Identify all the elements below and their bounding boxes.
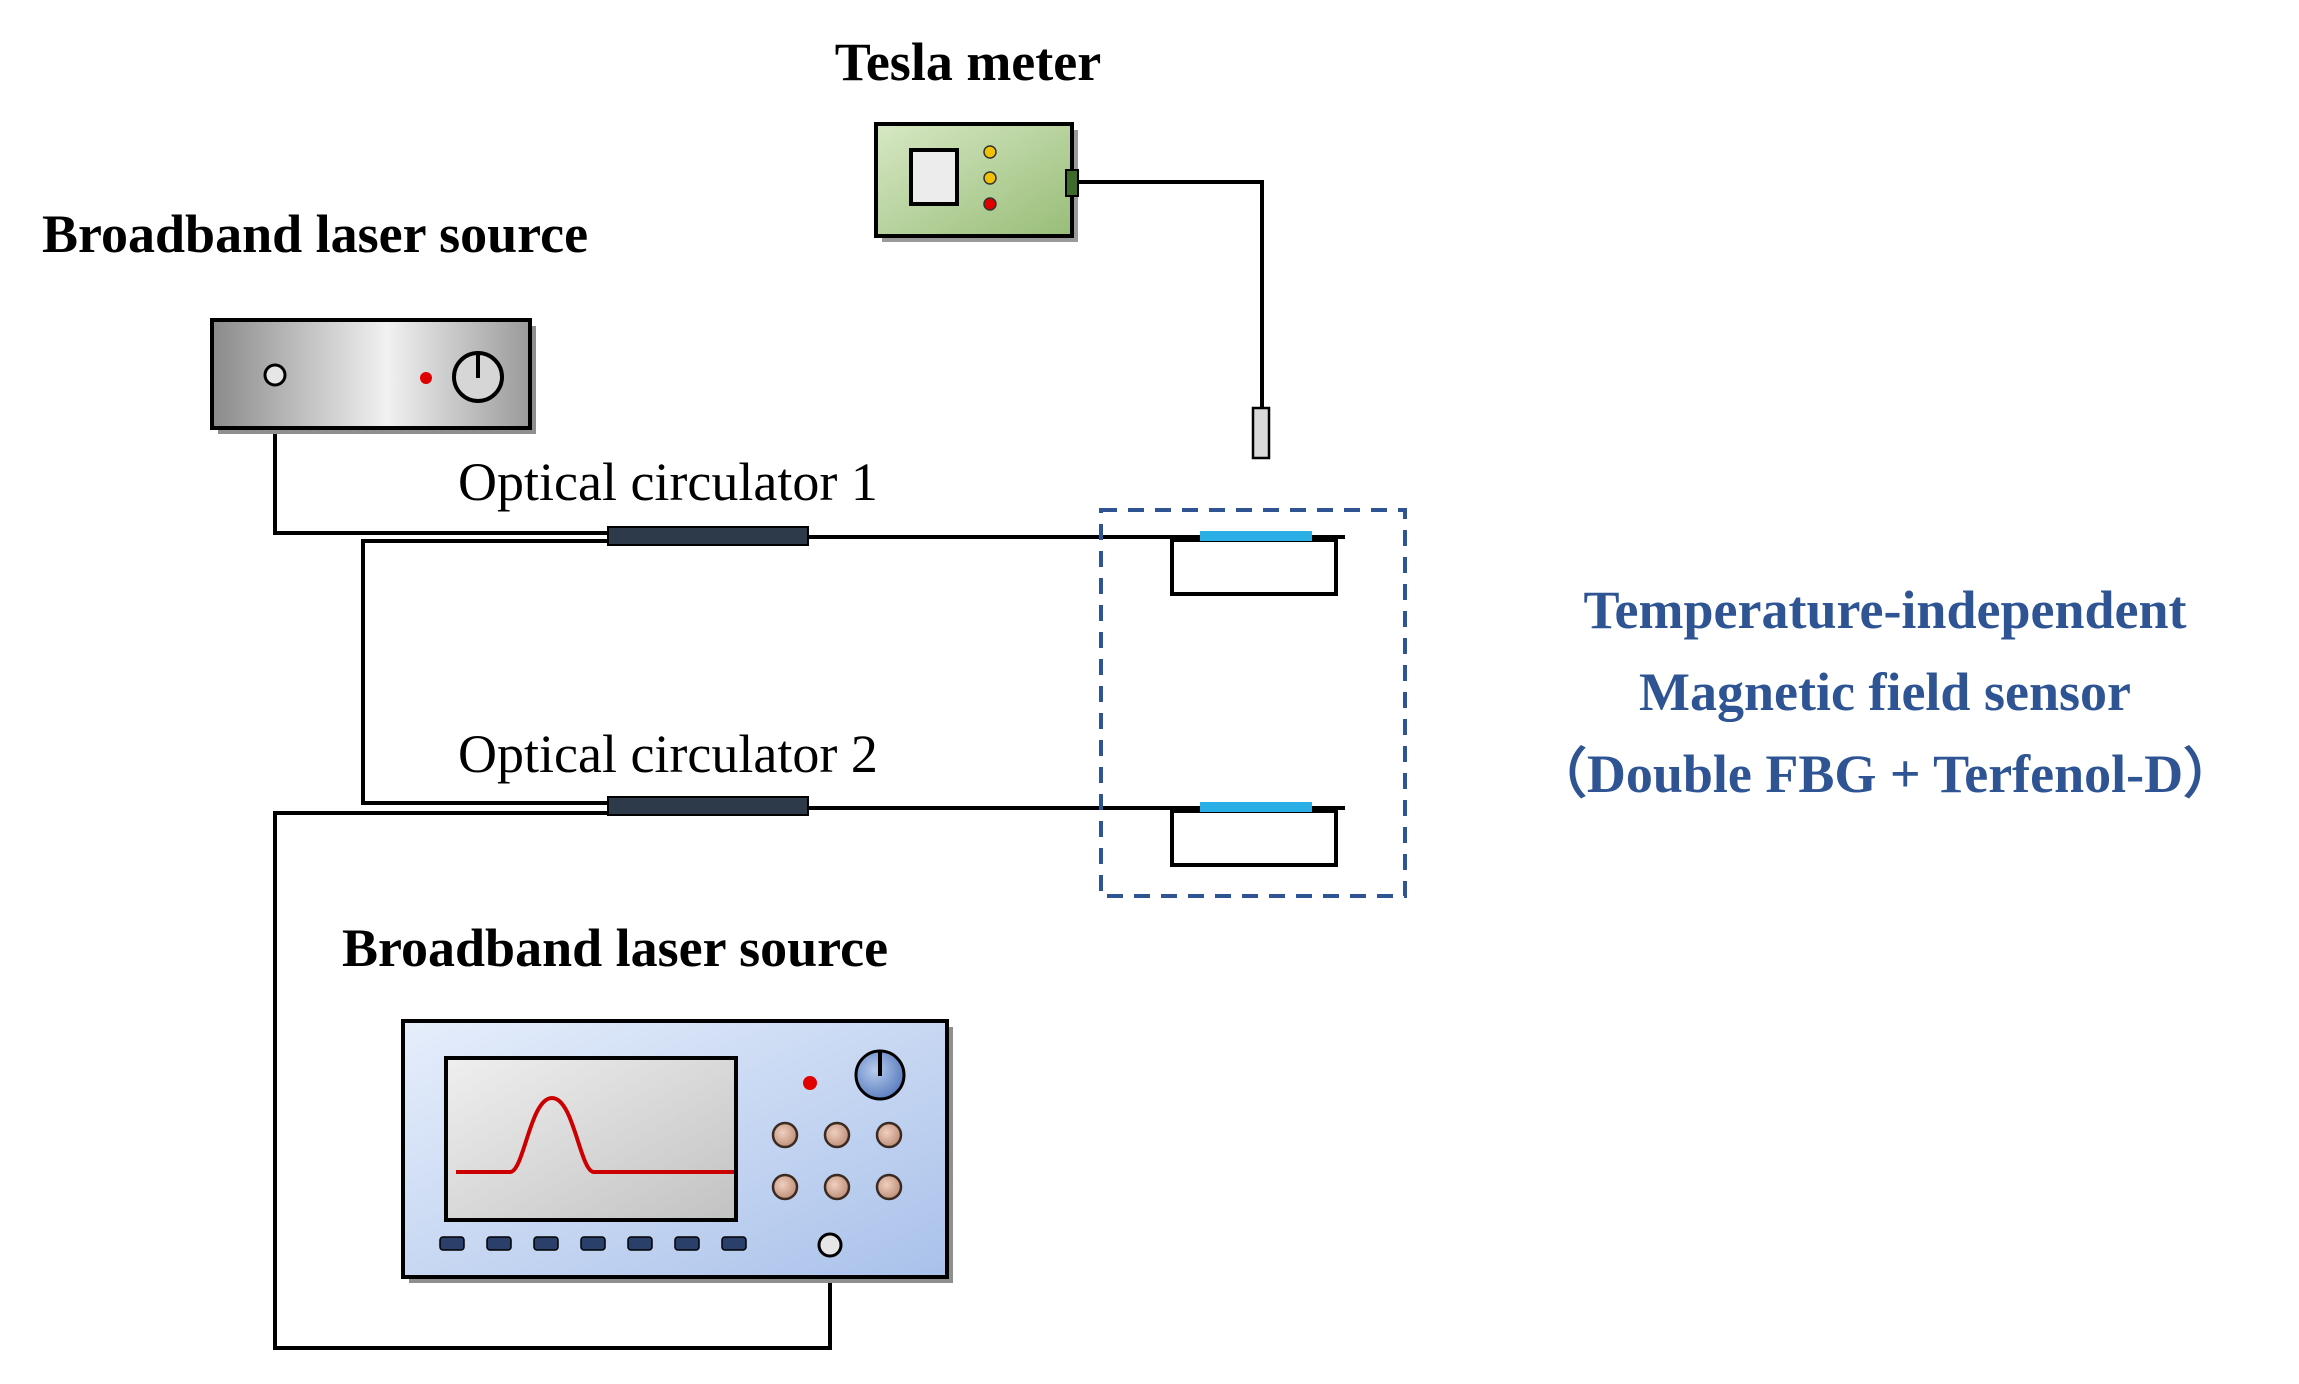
soft-key: [533, 1236, 559, 1251]
sensor-dashed-box: [1099, 508, 1407, 898]
tesla-meter-port: [1065, 169, 1079, 197]
analyzer-soft-keys: [439, 1236, 747, 1251]
soft-key: [580, 1236, 606, 1251]
label-sensor-line-2: Magnetic field sensor: [1639, 662, 2131, 722]
fiber-lines: [273, 180, 1345, 1350]
input-port-icon: [817, 1232, 843, 1258]
analyzer-button: [875, 1121, 903, 1149]
led-red-icon: [420, 372, 432, 384]
label-broadband-laser-source-bottom: Broadband laser source: [342, 918, 888, 978]
output-port-icon: [263, 363, 287, 387]
analyzer-button: [771, 1173, 799, 1201]
broadband-laser-source-bottom: [401, 1019, 953, 1283]
optical-circulator-1: [607, 526, 809, 546]
label-tesla-meter: Tesla meter: [835, 32, 1101, 92]
fiber-circulator-1-to-circulator-2: [361, 539, 610, 805]
label-sensor-line-1: Temperature-independent: [1583, 580, 2186, 640]
soft-key: [721, 1236, 747, 1251]
optical-circulator-2: [607, 796, 809, 816]
label-sensor-line-3: （Double FBG + Terfenol-D）: [1533, 744, 2237, 804]
label-optical-circulator-1: Optical circulator 1: [458, 452, 878, 512]
analyzer-button: [823, 1121, 851, 1149]
fbg-grating-2: [1200, 802, 1312, 812]
label-optical-circulator-2: Optical circulator 2: [458, 724, 878, 784]
analyzer-button: [875, 1173, 903, 1201]
led-yellow-icon: [983, 171, 997, 185]
hall-probe: [1251, 406, 1271, 460]
analyzer-button: [823, 1173, 851, 1201]
broadband-laser-source-top: [210, 318, 536, 434]
tesla-meter-body: [874, 122, 1074, 238]
terfenol-d-rod-2: [1170, 809, 1338, 867]
label-broadband-laser-source-top: Broadband laser source: [42, 204, 588, 264]
tesla-meter: [874, 122, 1079, 242]
analyzer-button: [771, 1121, 799, 1149]
soft-key: [674, 1236, 700, 1251]
led-yellow-icon: [983, 145, 997, 159]
led-red-icon: [803, 1076, 817, 1090]
fbg-grating-1: [1200, 531, 1312, 541]
tesla-probe-cable: [1078, 180, 1264, 410]
soft-key: [627, 1236, 653, 1251]
soft-key: [486, 1236, 512, 1251]
led-red-icon: [983, 197, 997, 211]
spectrum-trace: [456, 1095, 734, 1174]
terfenol-d-rod-1: [1170, 538, 1338, 596]
analyzer-button-grid: [771, 1121, 903, 1201]
fiber-circulator-2-to-analyzer: [273, 811, 832, 1350]
soft-key: [439, 1236, 465, 1251]
tesla-meter-display: [909, 148, 959, 206]
fiber-source-to-circulator-1: [273, 385, 610, 535]
magnetic-field-sensor: [1099, 508, 1407, 898]
analyzer-screen: [444, 1056, 738, 1222]
